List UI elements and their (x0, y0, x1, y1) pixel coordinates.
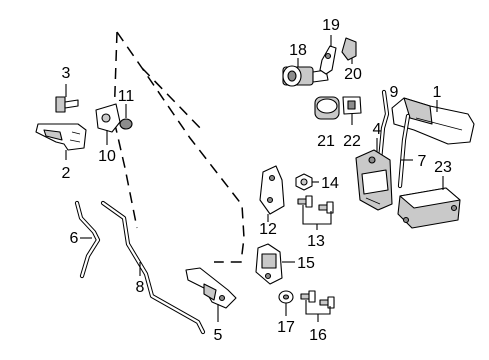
callout-20: 20 (344, 66, 362, 83)
callout-13: 13 (307, 233, 325, 250)
grommet (119, 118, 133, 130)
callout-16: 16 (309, 327, 327, 344)
retainer-clip (342, 96, 362, 115)
hinge-nut (295, 173, 313, 191)
door-latch (185, 267, 237, 309)
callout-3: 3 (62, 65, 71, 82)
callout-12: 12 (259, 221, 277, 238)
lock-switch (314, 96, 340, 120)
lower-hinge-bolts (300, 290, 335, 309)
upper-hinge (259, 165, 285, 215)
callout-9: 9 (390, 84, 399, 101)
leader-16 (305, 300, 331, 322)
callout-5: 5 (214, 327, 223, 344)
door-lock (355, 149, 393, 211)
door-outline (113, 31, 245, 263)
callout-4: 4 (373, 121, 382, 138)
handle-clip (55, 96, 79, 113)
short-rod (74, 200, 101, 279)
inside-door-handle (35, 123, 87, 151)
lock-rod (397, 113, 411, 189)
callout-19: 19 (322, 17, 340, 34)
door-control-module (397, 187, 461, 229)
handle-rod (377, 89, 390, 163)
leader-13 (302, 205, 332, 230)
handle-bracket (95, 103, 121, 133)
callout-15: 15 (297, 255, 315, 272)
lock-cylinder-link (319, 45, 337, 75)
callout-10: 10 (98, 148, 116, 165)
callout-1: 1 (433, 84, 442, 101)
lower-hinge-washer (278, 290, 294, 304)
long-rod (100, 200, 206, 335)
callout-8: 8 (136, 279, 145, 296)
callout-22: 22 (343, 133, 361, 150)
callout-2: 2 (62, 165, 71, 182)
callout-17: 17 (277, 319, 295, 336)
callout-23: 23 (434, 159, 452, 176)
callout-7: 7 (418, 153, 427, 170)
link-clip (341, 37, 357, 61)
upper-hinge-bolts (297, 195, 334, 214)
lower-hinge (255, 243, 283, 285)
callout-14: 14 (321, 175, 339, 192)
callout-18: 18 (289, 42, 307, 59)
outside-door-handle (391, 97, 475, 145)
callout-11: 11 (118, 88, 135, 105)
callout-21: 21 (317, 133, 335, 150)
callout-6: 6 (70, 230, 79, 247)
